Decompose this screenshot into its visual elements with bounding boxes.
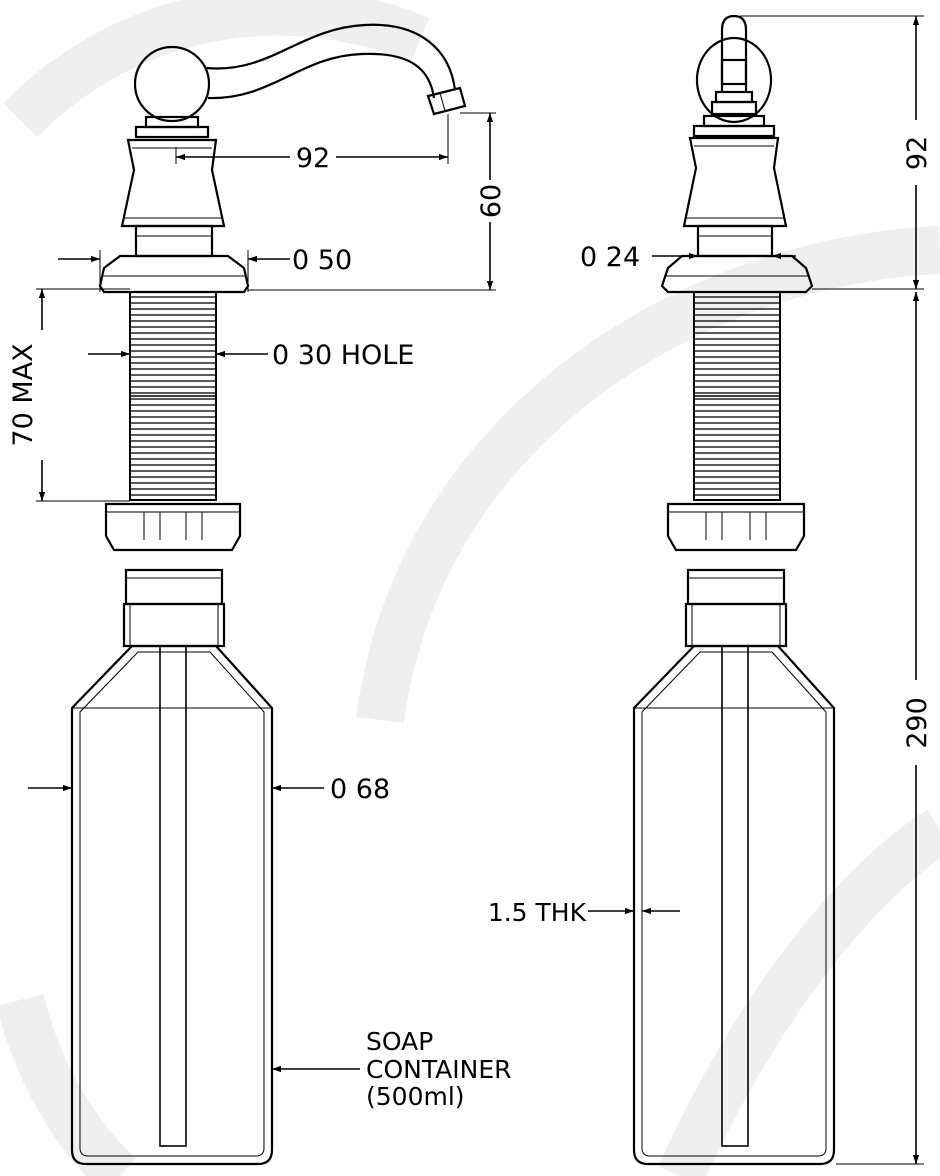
dispenser-side-view <box>70 23 467 1166</box>
dim-spout-height: 60 <box>476 184 507 218</box>
dim-max-thickness: 70 MAX <box>8 343 39 446</box>
dispenser-front-view <box>632 14 836 1166</box>
dim-collar-diameter: 0 24 <box>580 242 640 273</box>
label-soap: SOAP <box>366 1027 433 1056</box>
label-container: CONTAINER <box>366 1055 512 1084</box>
right-dimension-lines <box>588 15 924 1165</box>
dim-overall-height: 290 <box>902 697 933 749</box>
dim-flange-diameter: 0 50 <box>292 245 352 276</box>
dim-top-height: 92 <box>902 136 933 170</box>
dim-wall-thickness: 1.5 THK <box>488 898 587 927</box>
dim-hole-diameter: 0 30 HOLE <box>272 340 414 371</box>
dim-spout-reach: 92 <box>296 143 330 174</box>
label-volume: (500ml) <box>366 1082 465 1111</box>
dim-container-diameter: 0 68 <box>330 774 390 805</box>
left-dimension-lines <box>28 112 496 1073</box>
